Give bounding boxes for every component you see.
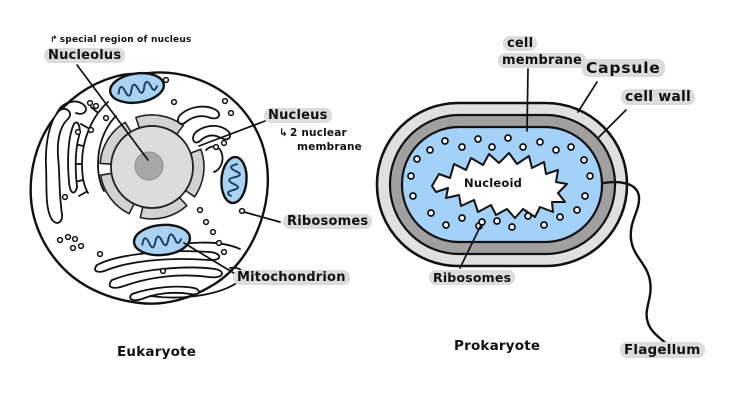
prokaryote-cell-drawing	[375, 68, 699, 358]
cell-membrane-word2: membrane	[498, 53, 587, 68]
prokaryote-ribosomes-label: Ribosomes	[429, 270, 516, 285]
nucleus-label-text: Nucleus	[264, 108, 332, 123]
cell-wall-label: cell wall	[621, 89, 696, 105]
cell-membrane-label-line1: cell	[503, 36, 538, 51]
nucleus-note-text2: membrane	[297, 141, 362, 153]
cell-membrane-label-line2: membrane	[498, 53, 587, 68]
nucleolus-label: Nucleolus	[44, 48, 126, 63]
nuclear-membrane-plates	[99, 114, 205, 220]
nucleoid-label: Nucleoid	[464, 177, 522, 190]
eukaryote-leader-lines	[76, 64, 281, 276]
nucleus-note-line2: membrane	[297, 141, 362, 154]
nucleoid-shape	[431, 152, 568, 219]
mitochondrion-bottom	[132, 223, 192, 257]
nucleus-note-line1: ↳2 nuclear	[279, 127, 347, 140]
mitochondrion-top	[108, 71, 166, 105]
prokaryote-ribosomes-label-text: Ribosomes	[429, 270, 516, 285]
prokaryote-caption-text: Prokaryote	[454, 338, 541, 354]
nucleolus-note-text: special region of nucleus	[59, 35, 192, 45]
mitochondrion-label: Mitochondrion	[233, 270, 350, 285]
upper-er-ribbons	[177, 105, 232, 173]
cell-membrane-word1: cell	[503, 36, 538, 51]
nucleus-label: Nucleus	[264, 108, 332, 123]
prokaryote-ribosome-dots	[407, 134, 594, 231]
golgi-apparatus	[94, 241, 244, 302]
nucleus-note-text1: 2 nuclear	[290, 127, 347, 139]
prokaryote-caption: Prokaryote	[454, 339, 540, 354]
eukaryote-ribosomes-label: Ribosomes	[283, 214, 373, 229]
capsule-label: Capsule	[582, 59, 665, 77]
mitochondrion-right	[220, 155, 248, 205]
nucleolus-note-label: ↱special region of nucleus	[50, 35, 192, 46]
nucleolus-label-text: Nucleolus	[44, 48, 126, 63]
mitochondrion-label-text: Mitochondrion	[233, 270, 350, 285]
eukaryote-caption-text: Eukaryote	[117, 344, 197, 360]
eukaryote-ribosomes-label-text: Ribosomes	[283, 214, 373, 229]
eukaryote-cell-drawing	[29, 64, 281, 305]
down-right-arrow-icon: ↳	[279, 127, 288, 139]
left-endoplasmic-reticulum	[45, 100, 87, 224]
prokaryote-leader-lines	[459, 68, 627, 269]
flagellum-label: Flagellum	[620, 342, 705, 358]
nucleolus-shape	[134, 151, 164, 181]
cell-wall-label-text: cell wall	[621, 89, 696, 105]
flagellum-label-text: Flagellum	[620, 342, 705, 358]
corner-arrow-icon: ↱	[50, 35, 58, 45]
eukaryote-caption: Eukaryote	[117, 345, 196, 360]
nucleoid-label-text: Nucleoid	[464, 176, 523, 190]
eukaryote-ribosome-dots	[56, 76, 246, 275]
capsule-label-text: Capsule	[582, 59, 665, 77]
